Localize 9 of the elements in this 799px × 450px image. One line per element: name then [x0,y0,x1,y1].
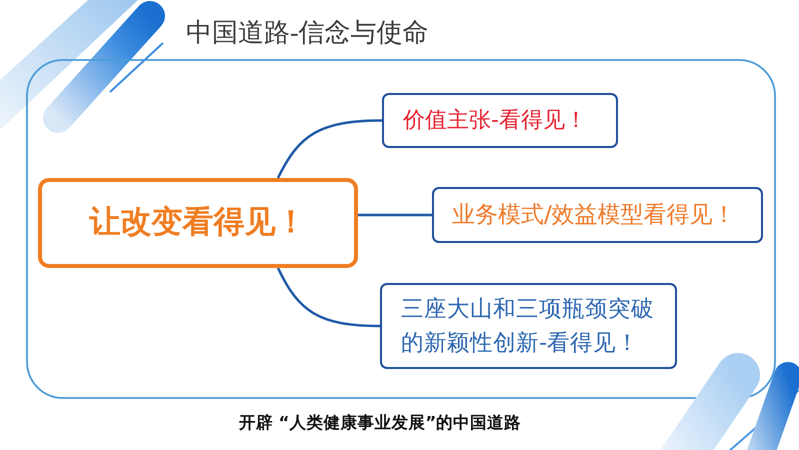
branch-box: 价值主张-看得见！ [382,93,618,148]
connector-line [276,267,380,328]
connector-line [358,214,432,216]
branch-box: 业务模式/效益模型看得见！ [432,187,763,243]
slide-caption: 开辟 “人类健康事业发展”的中国道路 [238,412,522,433]
branch-box: 三座大山和三项瓶颈突破的新颖性创新-看得见！ [380,283,677,369]
slide-title: 中国道路-信念与使命 [186,17,429,49]
topic-box: 让改变看得见！ [38,178,358,268]
connector-line [276,119,382,179]
